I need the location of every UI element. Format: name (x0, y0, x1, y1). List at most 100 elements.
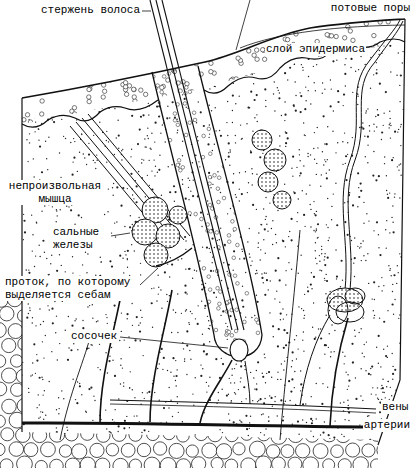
dermis-dot (42, 412, 43, 413)
dermis-dot (335, 249, 336, 250)
dermis-dot (15, 120, 16, 121)
dermis-dot (245, 398, 246, 399)
dermis-dot (373, 124, 374, 125)
dermis-dot (335, 183, 336, 184)
dermis-dot (306, 193, 307, 194)
dermis-dot (77, 349, 78, 350)
dermis-dot (400, 175, 401, 176)
dermis-dot (201, 288, 203, 290)
dermis-dot (224, 244, 226, 246)
dermis-dot (229, 378, 230, 379)
dermis-dot (325, 161, 326, 162)
dermis-dot (18, 217, 19, 218)
dermis-dot (360, 56, 361, 57)
dermis-dot (278, 90, 279, 91)
dermis-dot (115, 236, 116, 237)
dermis-dot (182, 179, 183, 180)
dermis-dot (253, 83, 254, 84)
dermis-dot (254, 72, 255, 73)
dermis-dot (34, 90, 35, 91)
dermis-dot (111, 232, 112, 233)
dermis-dot (28, 388, 29, 389)
dermis-dot (284, 114, 286, 116)
dermis-dot (118, 398, 119, 399)
dermis-dot (111, 347, 112, 348)
dermis-dot (394, 196, 395, 197)
dermis-dot (215, 130, 216, 131)
dermis-dot (143, 159, 144, 160)
dermis-dot (2, 234, 4, 236)
dermis-dot (383, 349, 384, 350)
dermis-dot (220, 315, 221, 316)
dermis-dot (347, 234, 349, 236)
dermis-dot (177, 293, 178, 294)
dermis-dot (29, 307, 30, 308)
dermis-dot (24, 231, 26, 233)
dermis-dot (246, 123, 247, 124)
dermis-dot (241, 299, 243, 301)
dermis-dot (3, 399, 4, 400)
dermis-dot (239, 188, 240, 189)
dermis-dot (389, 192, 390, 193)
dermis-dot (157, 275, 158, 276)
dermis-dot (294, 371, 295, 372)
dermis-dot (219, 130, 220, 131)
dermis-dot (148, 138, 149, 139)
dermis-dot (352, 92, 353, 93)
dermis-dot (329, 310, 330, 311)
dermis-dot (74, 141, 75, 142)
dermis-dot (241, 193, 243, 195)
dermis-dot (402, 356, 403, 357)
dermis-dot (134, 339, 136, 341)
dermis-dot (79, 383, 80, 384)
dermis-dot (322, 383, 323, 384)
dermis-dot (299, 160, 300, 161)
dermis-dot (86, 412, 87, 413)
dermis-dot (122, 149, 123, 150)
fat-cell (81, 307, 95, 321)
dermis-dot (362, 353, 363, 354)
dermis-dot (264, 398, 265, 399)
dermis-dot (252, 173, 253, 174)
dermis-dot (282, 308, 283, 309)
dermis-dot (60, 177, 61, 178)
dermis-dot (140, 116, 142, 118)
dermis-dot (200, 375, 202, 377)
dermis-dot (309, 184, 310, 185)
dermis-dot (394, 131, 396, 133)
dermis-dot (391, 395, 392, 396)
dermis-dot (290, 391, 292, 393)
dermis-dot (336, 275, 338, 277)
dermis-dot (260, 432, 261, 433)
dermis-dot (93, 135, 94, 136)
dermis-dot (126, 313, 128, 315)
dermis-dot (369, 439, 371, 441)
dermis-dot (192, 393, 193, 394)
dermis-dot (240, 365, 242, 367)
dermis-dot (231, 374, 232, 375)
dermis-dot (302, 190, 303, 191)
dermis-dot (245, 171, 246, 172)
dermis-dot (195, 434, 196, 435)
dermis-dot (175, 375, 177, 377)
dermis-dot (177, 332, 178, 333)
dermis-dot (248, 182, 249, 183)
dermis-dot (140, 340, 141, 341)
dermis-dot (61, 119, 62, 120)
dermis-dot (97, 367, 98, 368)
dermis-dot (93, 67, 94, 68)
dermis-dot (400, 124, 401, 125)
dermis-dot (222, 310, 224, 312)
dermis-dot (254, 117, 255, 118)
fat-cell (362, 322, 376, 336)
dermis-dot (114, 108, 115, 109)
dermis-dot (235, 70, 236, 71)
dermis-dot (104, 77, 106, 79)
dermis-dot (242, 286, 243, 287)
dermis-dot (385, 397, 386, 398)
dermis-dot (225, 159, 226, 160)
dermis-dot (389, 232, 390, 233)
fat-cell (257, 338, 273, 354)
dermis-dot (56, 427, 57, 428)
dermis-dot (3, 96, 4, 97)
